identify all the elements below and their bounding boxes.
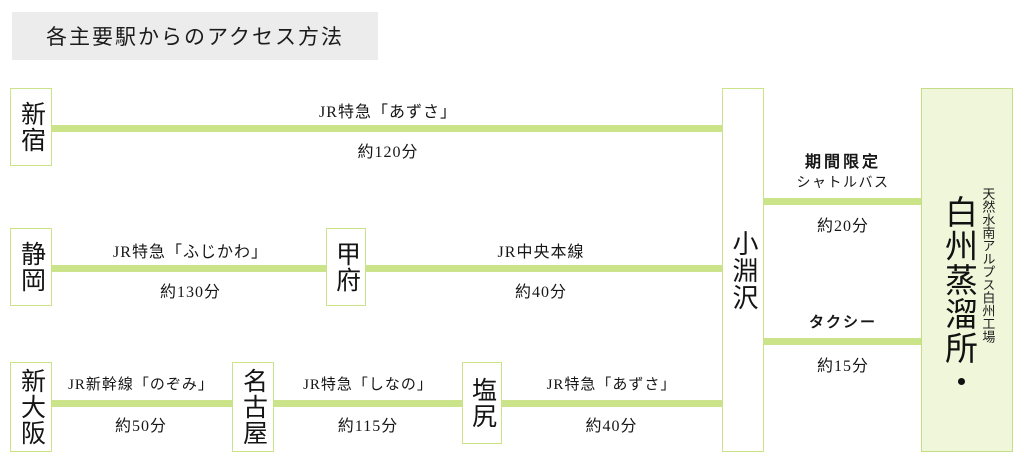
route-line-kofu-kobuchizawa xyxy=(358,265,724,272)
final-leg-time-shuttle: 約20分 xyxy=(816,218,869,235)
segment-time-shizuoka-kofu: 約130分 xyxy=(159,284,221,301)
segment-label-nagoya-shiojiri: JR特急「しなの」 xyxy=(303,377,433,393)
segment-time-shinosaka-nagoya: 約50分 xyxy=(114,418,167,435)
station-label-kobuchizawa: 小淵沢 xyxy=(729,229,759,311)
segment-time-kofu-kobuchizawa: 約40分 xyxy=(514,284,567,301)
route-line-nagoya-shiojiri xyxy=(271,400,465,407)
station-box-shizuoka: 静岡 xyxy=(10,228,52,306)
station-box-shiojiri: 塩尻 xyxy=(462,362,502,444)
segment-label-shiojiri-kobuchizawa: JR特急「あずさ」 xyxy=(546,377,677,393)
destination-box: 天然水南アルプス白州工場 白州蒸溜所・ xyxy=(921,88,1013,452)
segment-time-shiojiri-kobuchizawa: 約40分 xyxy=(585,418,638,435)
station-label-nagoya: 名古屋 xyxy=(239,368,267,446)
final-leg-line-shuttle xyxy=(762,198,924,205)
station-box-kobuchizawa: 小淵沢 xyxy=(722,88,764,452)
segment-label-shizuoka-kofu: JR特急「ふじかわ」 xyxy=(113,244,268,261)
station-label-shizuoka: 静岡 xyxy=(17,241,45,293)
station-label-shinosaka: 新大阪 xyxy=(17,368,45,446)
station-box-kofu: 甲府 xyxy=(326,228,366,306)
segment-time-shinjuku-kobuchizawa: 約120分 xyxy=(357,144,419,161)
station-box-nagoya: 名古屋 xyxy=(232,362,274,452)
final-leg-time-taxi: 約15分 xyxy=(816,358,869,375)
page-title: 各主要駅からのアクセス方法 xyxy=(46,25,344,49)
station-label-shiojiri: 塩尻 xyxy=(468,377,496,429)
route-line-shiojiri-kobuchizawa xyxy=(499,400,724,407)
final-leg-label-shuttle-line1: 期間限定 xyxy=(804,154,881,171)
segment-time-nagoya-shiojiri: 約115分 xyxy=(337,418,399,435)
route-line-shinjuku xyxy=(48,125,724,132)
destination-subtitle: 天然水南アルプス白州工場 xyxy=(980,187,996,343)
station-label-shinjuku: 新宿 xyxy=(17,101,45,153)
final-leg-label-shuttle-line2: シャトルバス xyxy=(796,176,890,191)
route-line-shizuoka-kofu xyxy=(48,265,333,272)
station-label-kofu: 甲府 xyxy=(332,241,360,293)
route-line-shinosaka-nagoya xyxy=(48,400,235,407)
final-leg-line-taxi xyxy=(762,338,924,345)
segment-label-shinosaka-nagoya: JR新幹線「のぞみ」 xyxy=(68,377,214,393)
station-box-shinjuku: 新宿 xyxy=(10,88,52,166)
segment-label-kofu-kobuchizawa: JR中央本線 xyxy=(497,244,585,261)
page-title-band: 各主要駅からのアクセス方法 xyxy=(12,12,378,60)
final-leg-label-taxi: タクシー xyxy=(808,315,877,331)
destination-title: 白州蒸溜所・ xyxy=(939,195,976,399)
station-box-shinosaka: 新大阪 xyxy=(10,362,52,452)
segment-label-shinjuku-kobuchizawa: JR特急「あずさ」 xyxy=(319,104,457,121)
